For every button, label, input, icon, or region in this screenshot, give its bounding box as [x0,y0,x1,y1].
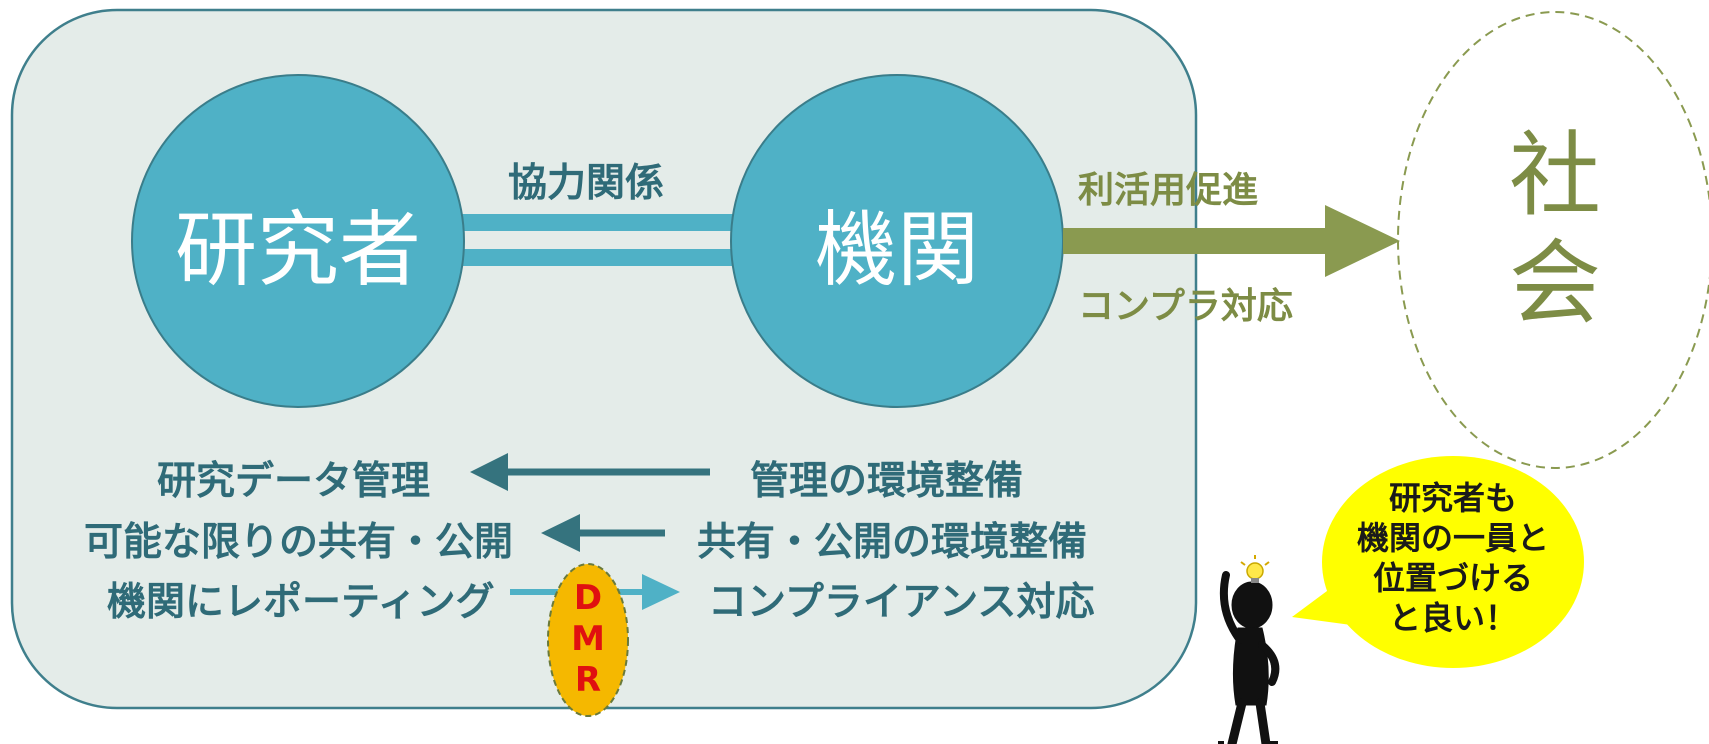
dmr-text: D M R [563,578,613,700]
institution-to-society-arrow [1063,205,1400,277]
promote-use-label: 利活用促進 [1078,170,1259,211]
row-left-share-publish: 可能な限りの共有・公開 [84,520,514,565]
row-left-data-management: 研究データ管理 [157,459,431,504]
compliance-label: コンプラ対応 [1078,286,1293,327]
dmr-letter-m: M [571,618,605,659]
arrow-manage-environment [470,453,710,491]
arrow-share-environment [541,514,665,552]
dmr-letter-d: D [573,578,603,618]
row-right-share-environment: 共有・公開の環境整備 [697,520,1088,565]
row-left-reporting: 機関にレポーティング [107,580,495,625]
society-label: 社 会 [1470,122,1640,337]
speech-bubble-line4: と良い！ [1388,599,1517,637]
dmr-letter-r: R [574,659,602,700]
thinking-person-icon [1218,571,1280,744]
cooperation-label: 協力関係 [508,161,665,206]
speech-bubble-text: 研究者も 機関の一員と 位置づける と良い！ [1332,478,1574,638]
society-label-line1: 社 [1508,122,1601,229]
researcher-label: 研究者 [174,202,421,298]
society-label-line2: 会 [1508,229,1601,337]
speech-bubble [1292,456,1584,668]
row-right-manage-environment: 管理の環境整備 [750,459,1024,504]
speech-bubble-line1: 研究者も [1388,479,1517,517]
dmr-badge [547,563,629,717]
cooperation-line-bottom [462,249,738,266]
institution-label: 機関 [814,202,979,298]
speech-bubble-line3: 位置づける [1372,559,1533,597]
speech-bubble-line2: 機関の一員と [1356,519,1549,557]
cooperation-line-top [462,214,738,231]
researcher-node [131,74,465,408]
society-ellipse [1397,11,1709,469]
lightbulb-icon [1240,555,1270,583]
row-right-compliance: コンプライアンス対応 [708,580,1095,625]
